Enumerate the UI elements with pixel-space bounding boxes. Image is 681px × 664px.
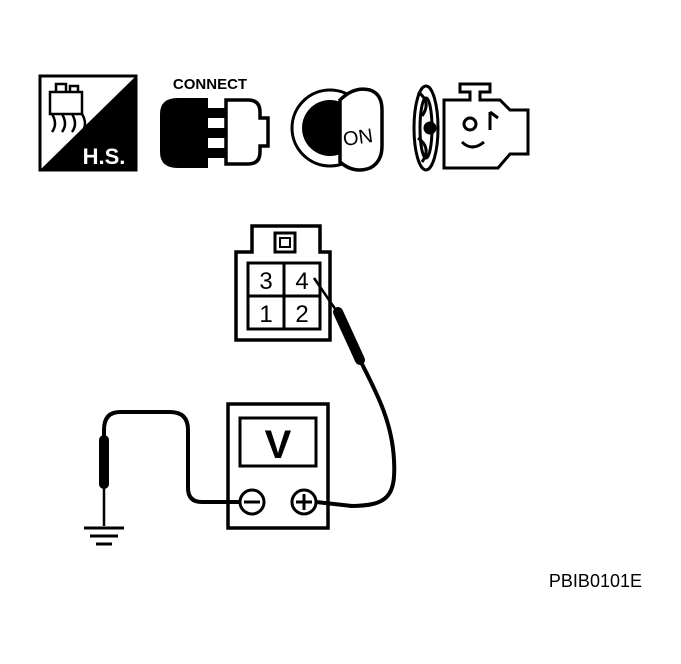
connect-label: CONNECT — [173, 76, 247, 93]
negative-lead — [99, 410, 240, 526]
terminal-2: 2 — [295, 301, 308, 328]
ground-icon — [84, 526, 124, 546]
connect-icon: CONNECT — [160, 76, 270, 168]
engine-icon — [412, 82, 530, 172]
ignition-key-icon: ON — [290, 87, 384, 172]
terminal-1: 1 — [259, 301, 272, 328]
harness-connector: 3 4 1 2 — [234, 224, 332, 342]
voltmeter-label: V — [265, 423, 292, 467]
ignition-on-label: ON — [342, 125, 375, 151]
terminal-4: 4 — [295, 268, 308, 295]
figure-code: PBIB0101E — [549, 571, 642, 591]
negative-terminal — [238, 488, 266, 516]
hot-soak-label: H.S. — [83, 144, 126, 169]
positive-probe — [312, 277, 397, 508]
voltmeter: V — [226, 402, 353, 530]
positive-terminal — [290, 488, 318, 516]
hot-soak-icon: H.S. — [38, 74, 138, 172]
terminal-3: 3 — [259, 268, 272, 295]
